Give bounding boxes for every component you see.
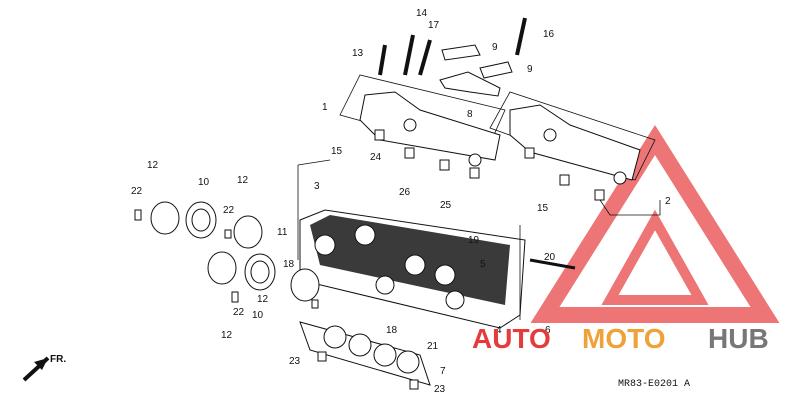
watermark-logo: [530, 124, 780, 323]
long-bolts: [378, 17, 527, 76]
callout-22a: 22: [131, 186, 143, 197]
callout-1: 1: [322, 102, 328, 113]
callout-13: 13: [352, 48, 364, 59]
watermark-word-moto: MOTO: [582, 323, 665, 354]
callout-15a: 15: [331, 146, 343, 157]
callout-21: 21: [427, 341, 439, 352]
plates: [439, 44, 513, 97]
callout-9b: 9: [527, 64, 533, 75]
callout-4: 4: [496, 325, 502, 336]
callout-22c: 22: [233, 307, 245, 318]
rocker-holder-left: [339, 74, 506, 179]
diagram-code: MR83-E0201 A: [618, 379, 690, 390]
callout-24: 24: [370, 152, 382, 163]
stud-bolt: [529, 258, 576, 270]
direction-label: FR.: [50, 354, 66, 365]
cylinder-head: [297, 159, 526, 329]
callout-17: 17: [428, 20, 440, 31]
callout-11: 11: [277, 227, 288, 238]
callout-23a: 23: [289, 356, 301, 367]
callout-5: 5: [480, 259, 486, 270]
callout-18a: 18: [283, 259, 295, 270]
callout-25: 25: [440, 200, 452, 211]
callout-9a: 9: [492, 42, 498, 53]
callout-12a: 12: [147, 160, 159, 171]
callout-labels: 14 17 13 16 9 9 8 1 15 24 3 26 25 15 2 1…: [131, 8, 671, 395]
callout-3: 3: [314, 181, 320, 192]
callout-12c: 12: [257, 294, 269, 305]
callout-6: 6: [545, 325, 551, 336]
callout-12d: 12: [221, 330, 233, 341]
watermark-word-auto: AUTO: [472, 323, 551, 354]
callout-23b: 23: [434, 384, 446, 395]
callout-26: 26: [399, 187, 411, 198]
watermark-word-hub: HUB: [708, 323, 769, 354]
rocker-holder-right: [489, 91, 656, 201]
head-gasket: [299, 321, 431, 390]
intake-right-group: [207, 251, 320, 309]
bracket-line-2: [599, 199, 661, 216]
callout-2: 2: [665, 196, 671, 207]
callout-10a: 10: [198, 177, 210, 188]
callout-10b: 10: [252, 310, 264, 321]
callout-16: 16: [543, 29, 555, 40]
callout-14: 14: [416, 8, 428, 19]
callout-7: 7: [440, 366, 446, 377]
watermark-triangle-outer: [530, 124, 780, 323]
callout-18b: 18: [386, 325, 398, 336]
watermark-triangle-inner: [601, 209, 709, 305]
callout-8: 8: [467, 109, 473, 120]
direction-arrow: FR.: [22, 354, 66, 382]
callout-15b: 15: [537, 203, 549, 214]
callout-12b: 12: [237, 175, 249, 186]
callout-19: 19: [468, 235, 480, 246]
intake-left-group: [134, 201, 263, 249]
callout-20: 20: [544, 252, 556, 263]
callout-22b: 22: [223, 205, 235, 216]
watermark-text: AUTO MOTO HUB: [472, 323, 769, 354]
